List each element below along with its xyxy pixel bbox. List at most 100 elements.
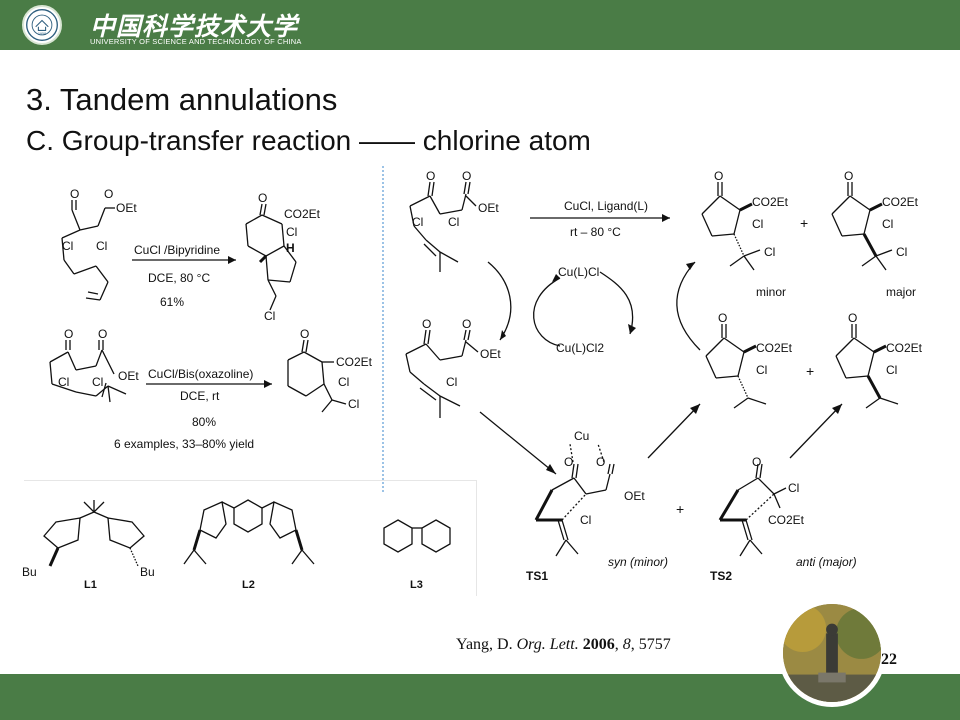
group-label: Bu [22, 565, 37, 579]
radical-minor [705, 324, 767, 409]
citation-year: 2006 [582, 636, 615, 653]
r2-conditions: DCE, rt [180, 389, 220, 403]
ts2-label: TS2 [710, 569, 732, 583]
label-major: major [886, 285, 916, 299]
university-name-cn: 中国科学技术大学 [90, 12, 299, 41]
atom-label: Cl [752, 217, 763, 231]
catalyst-top: Cu(L)Cl [558, 265, 599, 279]
cycle-arrow-right [676, 261, 701, 351]
university-name-en: UNIVERSITY OF SCIENCE AND TECHNOLOGY OF … [90, 37, 302, 46]
cycle-arc-left [532, 277, 561, 347]
r1-substrate [61, 200, 115, 301]
product-minor [701, 182, 761, 271]
ts1-cu: Cu [574, 429, 589, 443]
atom-label: Cl [96, 239, 107, 253]
group-label: CO2Et [752, 195, 789, 209]
page-number: 22 [881, 651, 897, 668]
group-label: CO2Et [284, 207, 321, 221]
atom-label: Cl [446, 375, 457, 389]
group-label: OEt [480, 347, 501, 361]
slide-title: 3. Tandem annulations [26, 82, 338, 117]
citation: Yang, D. Org. Lett. 2006, 8, 5757 [456, 636, 671, 653]
ligand-panel [24, 480, 477, 596]
ligand-l2 [183, 499, 315, 565]
group-label: OEt [118, 369, 139, 383]
atom-label: O [462, 317, 471, 331]
ligand-l1-label: L1 [84, 579, 97, 591]
atom-label: O [258, 191, 267, 205]
atom-label: Cl [764, 245, 775, 259]
group-label: CO2Et [756, 341, 793, 355]
atom-label: O [596, 455, 605, 469]
cycle-arrow-left [487, 261, 512, 341]
ligand-l3-label: L3 [410, 579, 423, 591]
citation-author: Yang, D. [456, 636, 513, 653]
mech-reagent: CuCl, Ligand(L) [564, 199, 648, 213]
atom-label: O [422, 317, 431, 331]
r2-reagent: CuCl/Bis(oxazoline) [148, 367, 253, 381]
atom-label: Cl [882, 217, 893, 231]
atom-label: O [564, 455, 573, 469]
atom-label: Cl [348, 397, 359, 411]
statue-photo [778, 599, 886, 707]
mech-substrate [409, 181, 477, 272]
atom-label: O [714, 169, 723, 183]
slide-subtitle: C. Group-transfer reaction —— chlorine a… [26, 125, 591, 156]
citation-journal: Org. Lett. [516, 636, 579, 653]
r2-yield: 80% [192, 415, 216, 429]
group-label: OEt [624, 489, 645, 503]
ligand-l1 [43, 500, 145, 567]
atom-label: Cl [788, 481, 799, 495]
group-label: OEt [478, 201, 499, 215]
atom-label: O [64, 327, 73, 341]
r2-substrate [49, 340, 127, 403]
citation-pages: 5757 [638, 636, 671, 653]
ts1-structure [534, 443, 615, 557]
r1-conditions: DCE, 80 °C [148, 271, 210, 285]
atom-label: Cl [896, 245, 907, 259]
ts1-caption: syn (minor) [608, 555, 668, 569]
header-bar: 1958 中国科学技术大学 UNIVERSITY OF SCIENCE AND … [0, 0, 960, 50]
catalyst-bottom: Cu(L)Cl2 [556, 341, 604, 355]
atom-label: O [300, 327, 309, 341]
cycle-arc-right [599, 271, 634, 335]
ligand-l3 [383, 519, 451, 553]
atom-label: Cl [286, 225, 297, 239]
atom-label: Cl [264, 309, 275, 323]
citation-volume: 8 [622, 636, 631, 653]
atom-label: O [462, 169, 471, 183]
atom-label: Cl [756, 363, 767, 377]
arrow-to-ts1 [479, 411, 557, 475]
atom-label: O [426, 169, 435, 183]
atom-label: O [104, 187, 113, 201]
group-label: CO2Et [336, 355, 373, 369]
atom-label: Cl [448, 215, 459, 229]
atom-label: Cl [338, 375, 349, 389]
university-logo: 1958 [22, 5, 62, 45]
plus-sign: + [800, 215, 808, 231]
r2-scope: 6 examples, 33–80% yield [114, 437, 254, 451]
group-label: Bu [140, 565, 155, 579]
plus-sign: + [806, 363, 814, 379]
logo-year: 1958 [38, 32, 46, 36]
atom-label: Cl [58, 375, 69, 389]
r1-product [245, 203, 297, 311]
mech-conditions: rt – 80 °C [570, 225, 621, 239]
arrow-ts1-up [647, 403, 701, 459]
ts2-structure [718, 463, 787, 557]
atom-label: O [844, 169, 853, 183]
ligand-l2-label: L2 [242, 579, 255, 591]
arrow-ts2-up [789, 403, 843, 459]
atom-label: Cl [412, 215, 423, 229]
atom-label: O [718, 311, 727, 325]
atom-label: O [98, 327, 107, 341]
ts2-caption: anti (major) [796, 555, 857, 569]
atom-label: Cl [580, 513, 591, 527]
product-major [831, 182, 893, 271]
r1-yield: 61% [160, 295, 184, 309]
atom-label: O [70, 187, 79, 201]
group-label: CO2Et [882, 195, 919, 209]
atom-label: Cl [92, 375, 103, 389]
radical-major [835, 324, 899, 409]
